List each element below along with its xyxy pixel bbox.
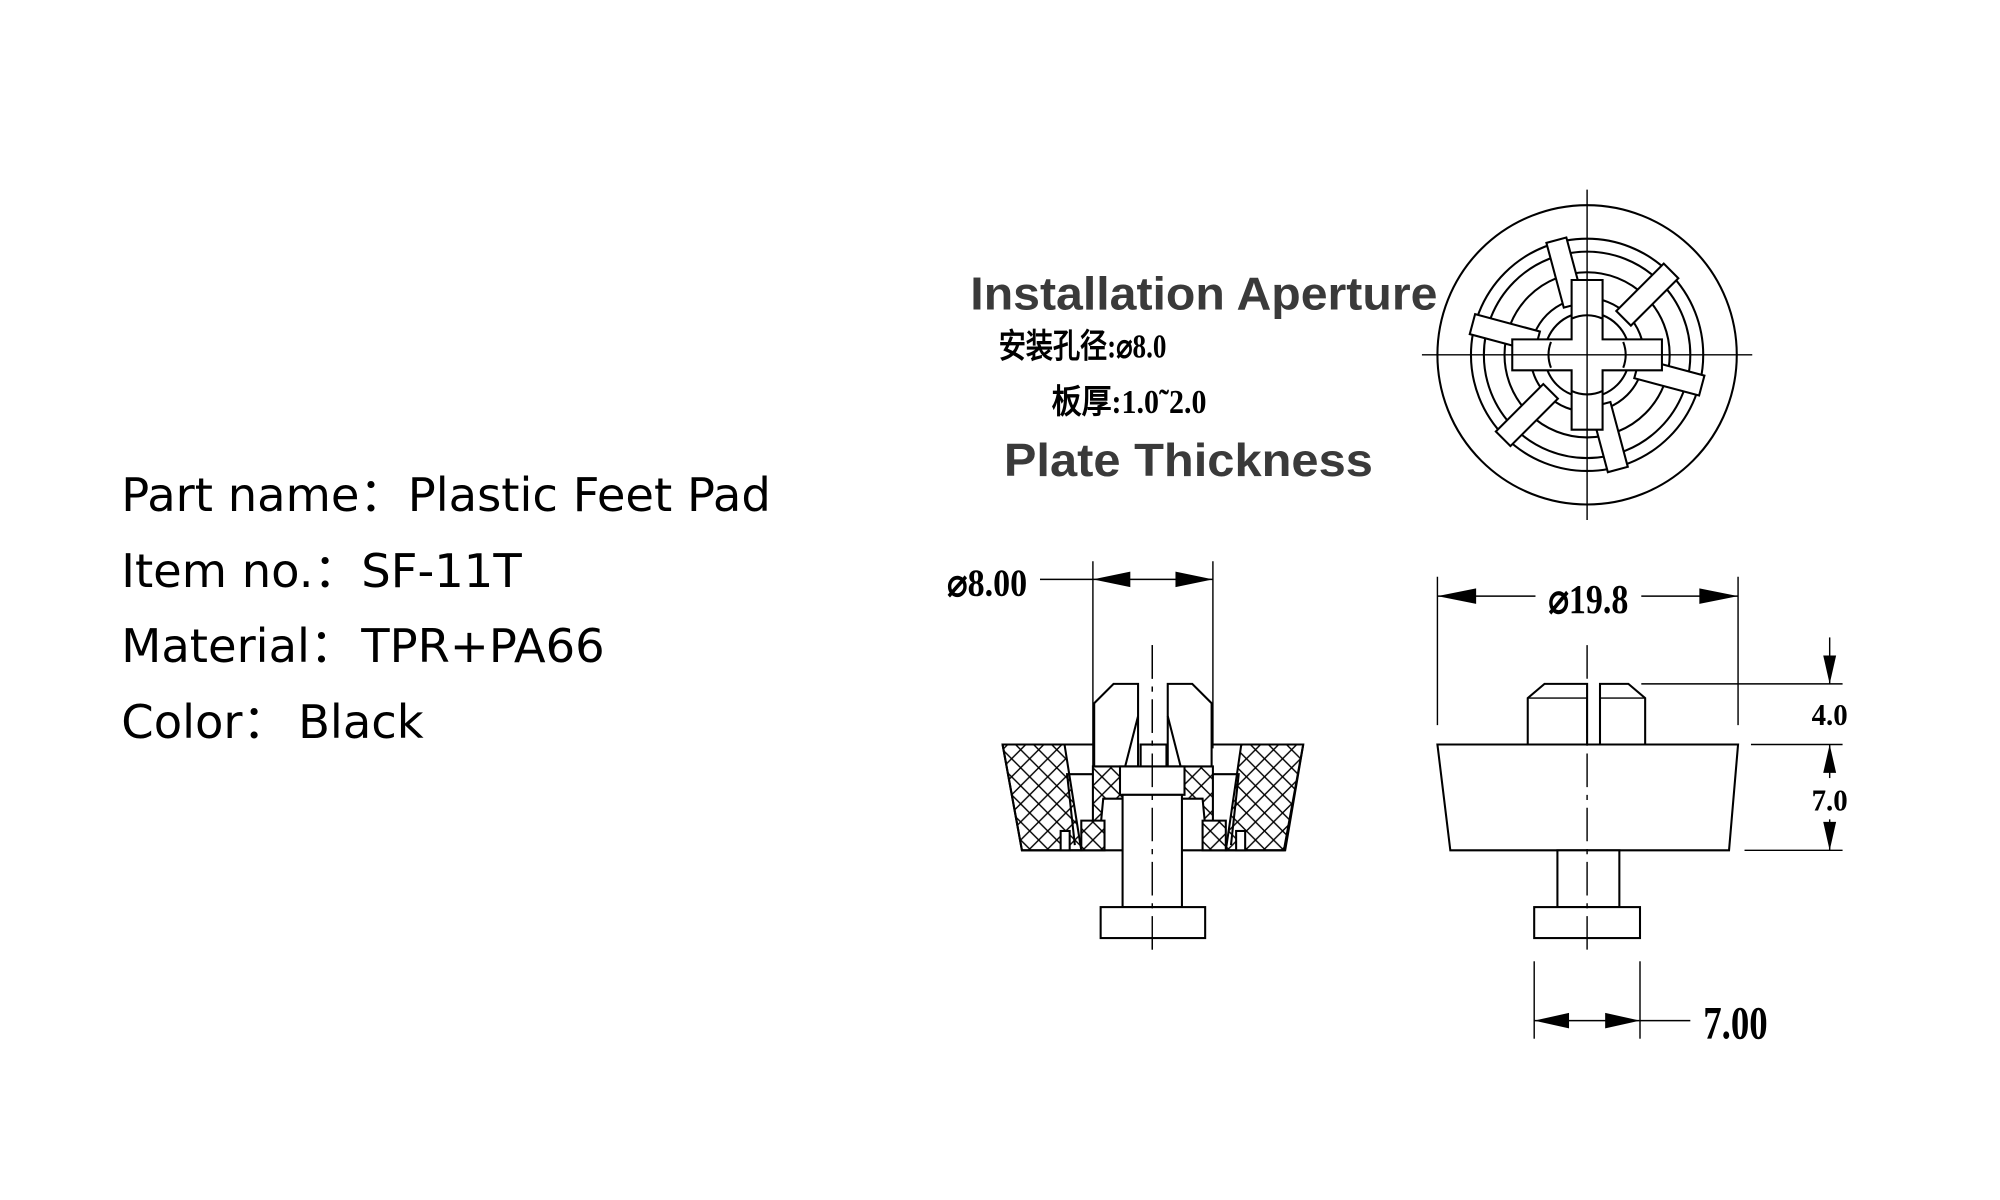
spec-block: Part name： Plastic Feet Pad Item no.： SF… <box>121 468 771 749</box>
spec-material-value: TPR+PA66 <box>360 619 604 673</box>
plate-thickness-cn-label: 板厚:1.0˜2.0 <box>1052 383 1207 421</box>
side-view: ⌀19.8 4.0 7.0 <box>1436 576 1848 1050</box>
installation-aperture-cn-label: 安装孔径:⌀8.0 <box>999 327 1167 365</box>
spec-item-no-label: Item no.： <box>121 544 360 598</box>
spec-part-name-label: Part name： <box>121 468 406 522</box>
top-view <box>1421 189 1753 520</box>
section-diameter-value: ⌀8.00 <box>947 563 1027 605</box>
height-dimensions: 4.0 7.0 <box>1641 637 1848 852</box>
head-width-dimension: 7.00 <box>1533 961 1768 1050</box>
clip-height-value: 4.0 <box>1812 697 1848 732</box>
spec-color-label: Color： <box>121 695 289 749</box>
section-view: ⌀8.00 <box>947 561 1305 955</box>
installation-aperture-label: Installation Aperture <box>970 268 1437 320</box>
overall-diameter-dimension: ⌀19.8 <box>1436 576 1739 726</box>
spec-part-name-value: Plastic Feet Pad <box>408 468 771 522</box>
plate-thickness-label: Plate Thickness <box>1004 434 1373 486</box>
spec-material: Material： TPR+PA66 <box>121 619 604 673</box>
spec-material-label: Material： <box>121 619 356 673</box>
spec-part-name: Part name： Plastic Feet Pad <box>121 468 771 522</box>
section-diameter-dimension: ⌀8.00 <box>947 561 1214 775</box>
spec-item-no-value: SF-11T <box>361 544 522 598</box>
spec-color-value: Black <box>298 695 424 749</box>
overall-diameter-value: ⌀19.8 <box>1548 576 1628 622</box>
spec-item-no: Item no.： SF-11T <box>121 544 522 598</box>
body-height-value: 7.0 <box>1812 782 1848 817</box>
head-width-value: 7.00 <box>1703 999 1768 1050</box>
spec-color: Color： Black <box>121 695 424 749</box>
installation-notes: Installation Aperture 安装孔径:⌀8.0 板厚:1.0˜2… <box>970 268 1437 486</box>
